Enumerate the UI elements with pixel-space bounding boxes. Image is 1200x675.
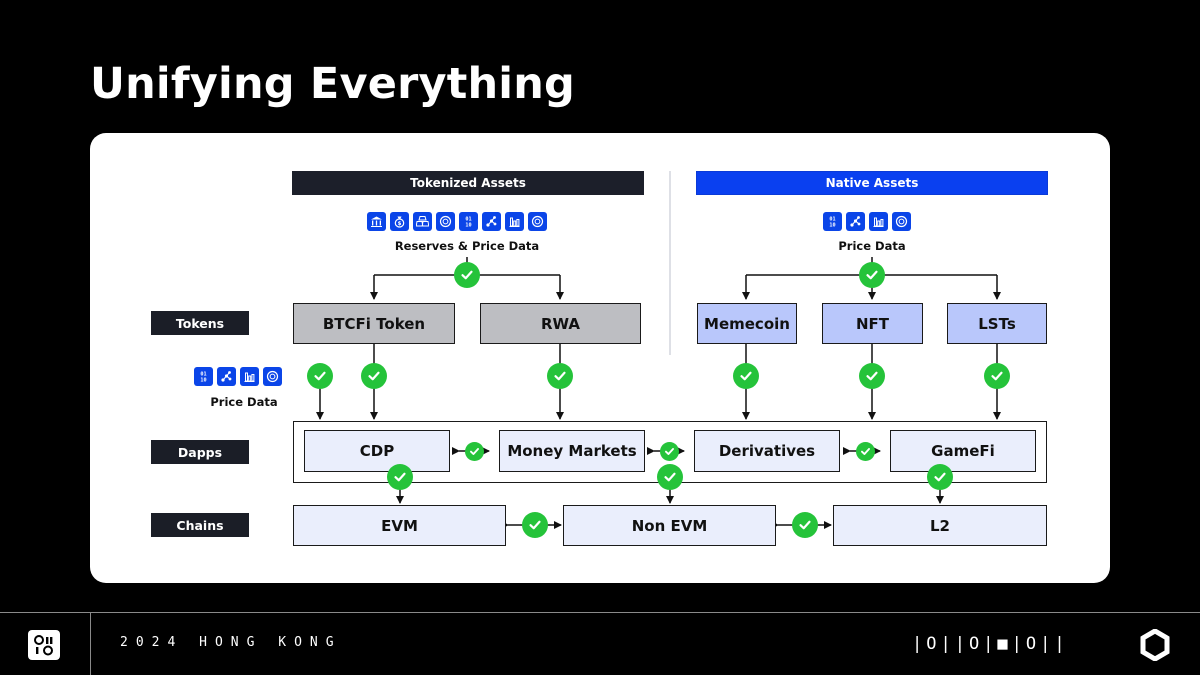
check-icon [927,464,953,490]
slide-title: Unifying Everything [90,59,576,109]
native-assets-header: Native Assets [696,171,1048,195]
coin-icon [263,367,282,386]
svg-text:10: 10 [465,223,471,228]
check-icon [792,512,818,538]
svg-text:10: 10 [829,223,835,228]
check-icon [522,512,548,538]
check-icon [984,363,1010,389]
event-logo-icon [28,630,60,660]
footer-divider [0,612,1200,613]
svg-text:10: 10 [200,378,206,383]
token-rwa: RWA [480,303,641,344]
dapp-money-markets: Money Markets [499,430,645,472]
check-icon [307,363,333,389]
check-icon [547,363,573,389]
tokenized-assets-header: Tokenized Assets [292,171,644,195]
footer-binary-code: |O||O|■|O|| [912,634,1069,654]
chain-l2: L2 [833,505,1047,546]
token-lsts: LSTs [947,303,1047,344]
bar-chart-icon [505,212,524,231]
bank-icon [367,212,386,231]
native-price-caption: Price Data [838,239,906,253]
network-graph-icon [846,212,865,231]
check-icon [856,442,875,461]
check-icon [387,464,413,490]
check-icon [657,464,683,490]
network-graph-icon [482,212,501,231]
footer-vertical-divider [90,613,91,675]
coin-icon [436,212,455,231]
reserves-price-caption: Reserves & Price Data [394,239,540,253]
token-btcfi: BTCFi Token [293,303,455,344]
network-graph-icon [217,367,236,386]
token-nft: NFT [822,303,923,344]
check-icon [859,262,885,288]
row-label-dapps: Dapps [151,440,249,464]
coin-icon [892,212,911,231]
svg-text:01: 01 [200,372,206,378]
dapp-derivatives: Derivatives [694,430,840,472]
row-label-tokens: Tokens [151,311,249,335]
bar-chart-icon [240,367,259,386]
svg-text:01: 01 [465,217,471,223]
check-icon [733,363,759,389]
dapp-cdp: CDP [304,430,450,472]
side-price-caption: Price Data [210,395,278,409]
check-icon [361,363,387,389]
check-icon [454,262,480,288]
gold-bars-icon [413,212,432,231]
svg-text:01: 01 [829,217,835,223]
token-memecoin: Memecoin [697,303,797,344]
coin-icon [528,212,547,231]
svg-text:$: $ [398,221,402,227]
chainlink-hexagon-icon [1140,628,1170,662]
check-icon [465,442,484,461]
dapp-gamefi: GameFi [890,430,1036,472]
footer-event-text: 2024 HONG KONG [120,635,342,650]
bar-chart-icon [869,212,888,231]
chain-non-evm: Non EVM [563,505,776,546]
row-label-chains: Chains [151,513,249,537]
check-icon [660,442,679,461]
money-bag-icon: $ [390,212,409,231]
chain-evm: EVM [293,505,506,546]
check-icon [859,363,885,389]
